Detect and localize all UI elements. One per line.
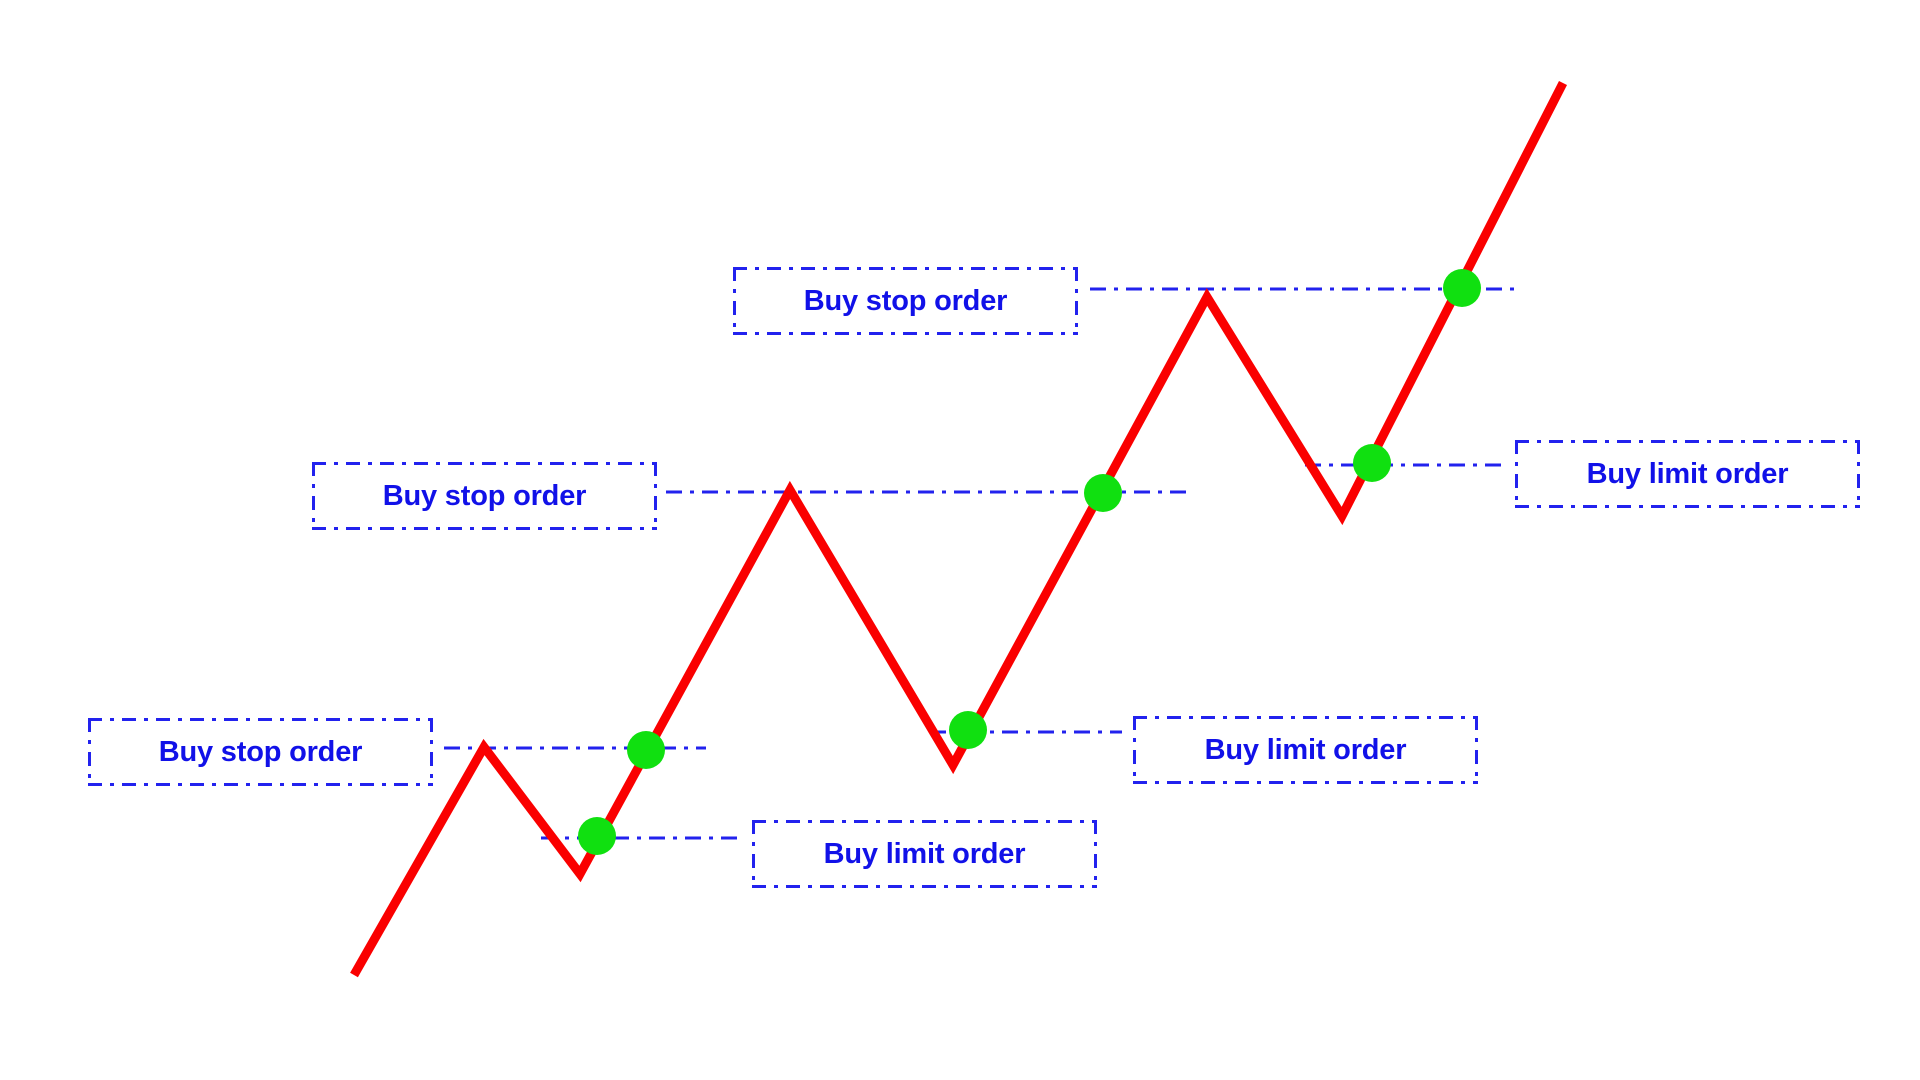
- price-line: [350, 80, 1568, 978]
- order-marker[interactable]: [1084, 474, 1122, 512]
- order-marker[interactable]: [1353, 444, 1391, 482]
- order-label-text: Buy stop order: [803, 284, 1008, 317]
- price-line-group: [350, 80, 1568, 978]
- order-label-buy-stop[interactable]: Buy stop order: [733, 267, 1078, 335]
- order-label-buy-limit[interactable]: Buy limit order: [1133, 716, 1478, 784]
- order-label-buy-limit[interactable]: Buy limit order: [1515, 440, 1860, 508]
- order-label-buy-stop[interactable]: Buy stop order: [312, 462, 657, 530]
- order-marker[interactable]: [1443, 269, 1481, 307]
- order-markers-group: [578, 269, 1481, 855]
- order-label-text: Buy stop order: [382, 479, 587, 512]
- order-label-text: Buy stop order: [158, 735, 363, 768]
- order-label-text: Buy limit order: [823, 837, 1026, 870]
- order-marker[interactable]: [627, 731, 665, 769]
- order-marker[interactable]: [578, 817, 616, 855]
- order-marker[interactable]: [949, 711, 987, 749]
- order-label-buy-stop[interactable]: Buy stop order: [88, 718, 433, 786]
- order-label-buy-limit[interactable]: Buy limit order: [752, 820, 1097, 888]
- order-label-text: Buy limit order: [1204, 733, 1407, 766]
- order-label-text: Buy limit order: [1586, 457, 1789, 490]
